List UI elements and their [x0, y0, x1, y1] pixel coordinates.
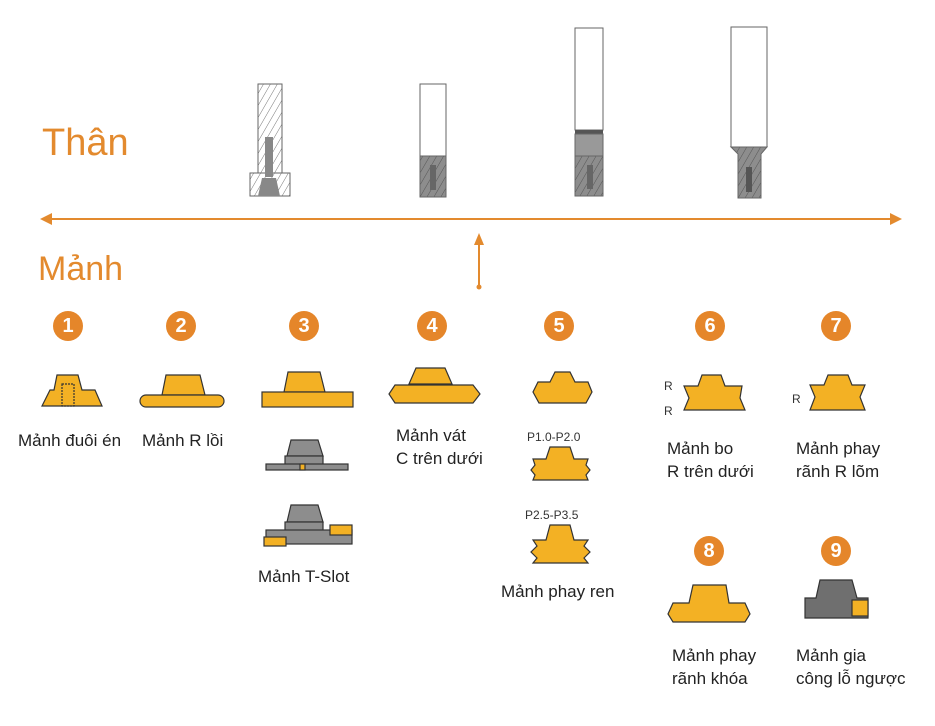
badge-3: 3 — [289, 311, 319, 341]
label-5: Mảnh phay ren — [501, 582, 615, 601]
badge-8: 8 — [694, 536, 724, 566]
insert-shape-7 — [809, 374, 866, 411]
shank-3 — [574, 27, 604, 197]
label-8-line2: rãnh khóa — [672, 669, 748, 688]
insert-shape-3c — [263, 504, 353, 547]
badge-7: 7 — [821, 311, 851, 341]
badge-2: 2 — [166, 311, 196, 341]
label-8-line1: Mảnh phay — [672, 646, 757, 665]
label-4-line2: C trên dưới — [396, 449, 483, 468]
badge-1: 1 — [53, 311, 83, 341]
label-7-line1: Mảnh phay — [796, 439, 881, 458]
label-7-line2: rãnh R lõm — [796, 462, 880, 481]
insert-shape-9 — [804, 579, 869, 619]
insert-shape-4 — [388, 367, 481, 404]
badge-4: 4 — [417, 311, 447, 341]
insert-shape-1 — [41, 374, 103, 407]
label-9-line1: Mảnh gia — [796, 646, 866, 665]
badge-6: 6 — [695, 311, 725, 341]
r-mark-6a: R — [664, 379, 673, 393]
insert-shape-6 — [683, 374, 746, 411]
label-2: Mảnh R lồi — [142, 431, 224, 450]
insert-shape-3a — [261, 371, 354, 408]
insert-shape-3b — [265, 439, 349, 471]
r-mark-6b: R — [664, 404, 673, 418]
shank-1 — [249, 83, 291, 197]
badge-9: 9 — [821, 536, 851, 566]
label-6-line1: Mảnh bo — [667, 439, 734, 458]
label-4-line1: Mảnh vát — [396, 426, 466, 445]
insert-shape-5a — [532, 371, 593, 404]
shank-4 — [729, 26, 769, 199]
insert-shape-8 — [667, 584, 751, 623]
shank-2 — [419, 83, 447, 198]
label-3: Mảnh T-Slot — [258, 567, 350, 586]
label-6-line2: R trên dưới — [667, 462, 754, 481]
insert-shape-2 — [139, 374, 225, 408]
r-mark-7: R — [792, 392, 801, 406]
pitch-label-2: P2.5-P3.5 — [525, 508, 579, 522]
axis-arrow — [40, 213, 902, 290]
label-9-line2: công lỗ ngược — [796, 669, 906, 688]
insert-shape-5c — [530, 524, 591, 564]
label-1: Mảnh đuôi én — [18, 431, 122, 450]
heading-body: Thân — [42, 122, 129, 164]
pitch-label-1: P1.0-P2.0 — [527, 430, 581, 444]
insert-shape-5b — [530, 446, 591, 481]
badge-5: 5 — [544, 311, 574, 341]
heading-insert: Mảnh — [38, 250, 124, 288]
